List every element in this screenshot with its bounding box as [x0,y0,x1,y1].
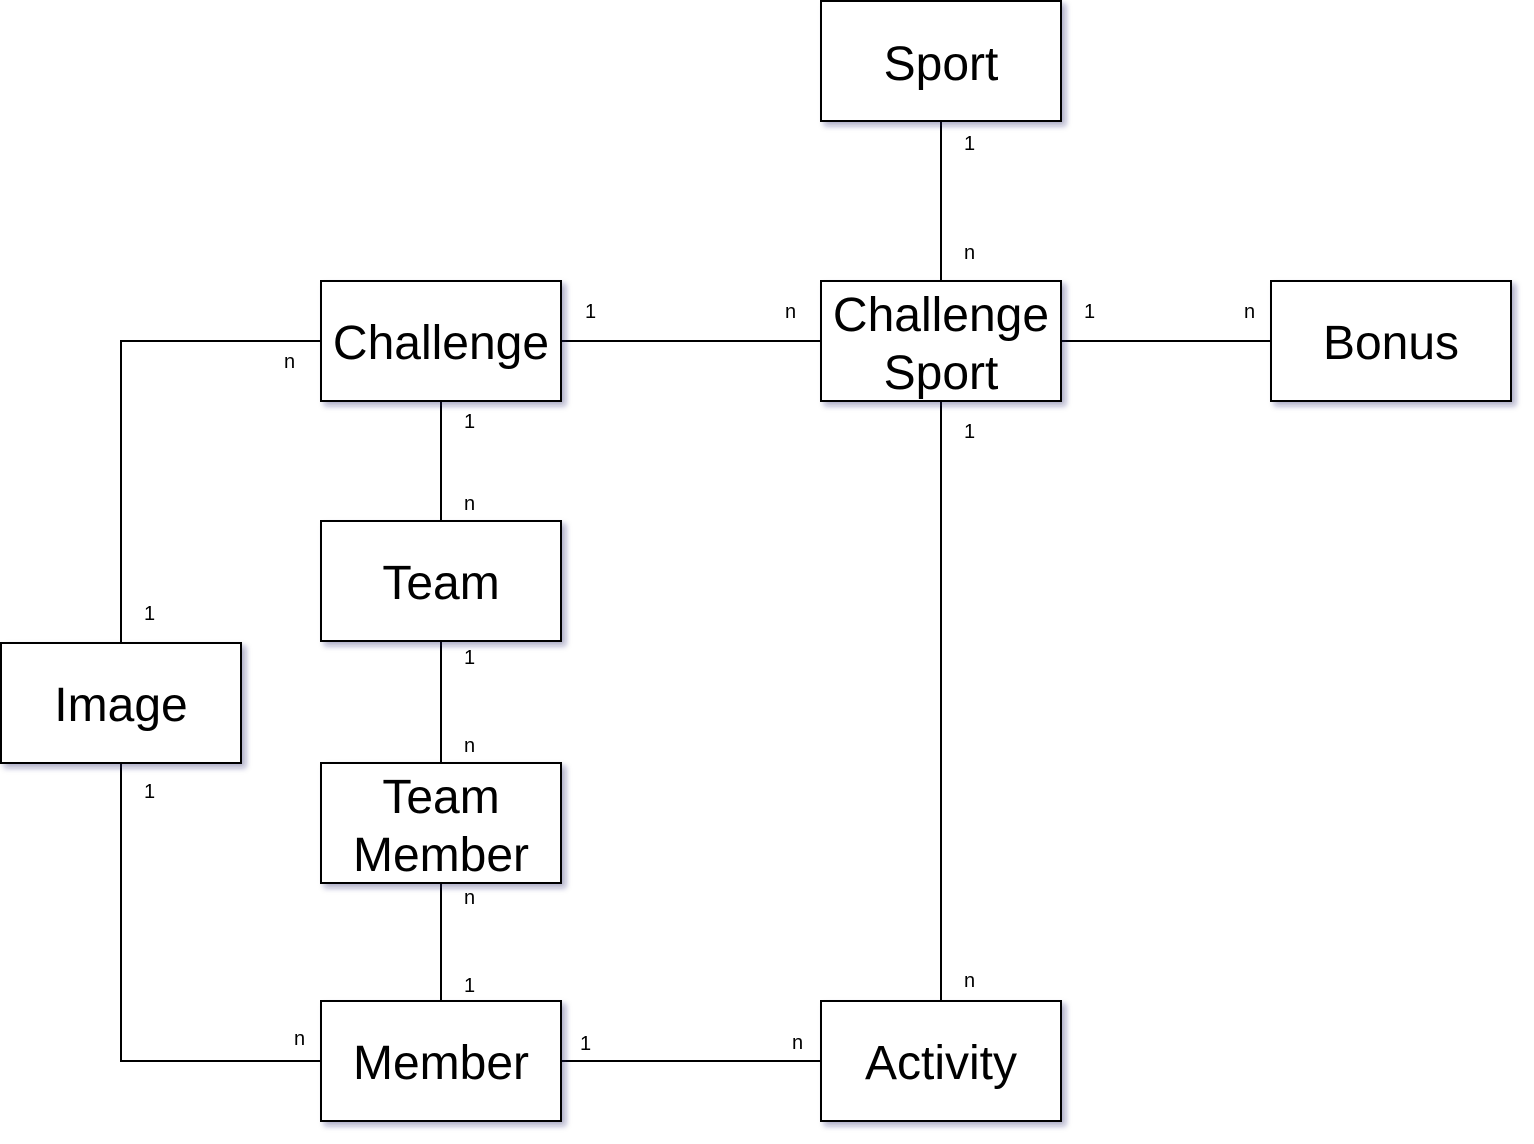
entity-challenge-sport-label-line1: Challenge [833,289,1049,342]
card-member-team-member-from: 1 [464,975,475,997]
entity-activity[interactable]: Activity [820,1000,1062,1122]
card-image-challenge-from: 1 [144,603,155,625]
card-challenge-team-from: 1 [464,411,475,433]
entity-image[interactable]: Image [0,642,242,764]
card-team-team-member-to: n [464,735,475,757]
entity-challenge-sport[interactable]: Challenge Sport [820,280,1062,402]
card-challenge-sport-activity-to: n [964,970,975,992]
entity-sport[interactable]: Sport [820,0,1062,122]
card-member-activity-to: n [792,1032,803,1054]
entity-activity-label: Activity [865,1037,1017,1090]
entity-team[interactable]: Team [320,520,562,642]
entity-bonus[interactable]: Bonus [1270,280,1512,402]
entity-member[interactable]: Member [320,1000,562,1122]
card-challenge-sport-activity-from: 1 [964,421,975,443]
entity-image-label: Image [54,679,187,732]
entity-challenge-label: Challenge [333,317,549,370]
card-sport-challenge-sport-to: n [964,242,975,264]
card-challenge-challenge-sport-to: n [785,301,796,323]
card-challenge-sport-bonus-from: 1 [1084,301,1095,323]
line-image-challenge [120,340,321,643]
card-member-team-member-to: n [464,887,475,909]
card-image-challenge-to: n [284,351,295,373]
entity-team-member[interactable]: Team Member [320,762,562,884]
entity-member-label: Member [353,1037,529,1090]
card-sport-challenge-sport-from: 1 [964,133,975,155]
entity-team-member-label-line2: Member [353,829,529,882]
line-image-member [120,763,321,1062]
entity-challenge-sport-label-line2: Sport [884,347,999,400]
card-challenge-sport-bonus-to: n [1244,301,1255,323]
entity-sport-label: Sport [884,38,999,91]
card-member-activity-from: 1 [580,1033,591,1055]
entity-bonus-label: Bonus [1323,317,1459,370]
card-image-member-to: n [294,1028,305,1050]
entity-team-label: Team [382,557,499,610]
card-challenge-team-to: n [464,493,475,515]
entity-challenge[interactable]: Challenge [320,280,562,402]
card-team-team-member-from: 1 [464,647,475,669]
card-challenge-challenge-sport-from: 1 [585,301,596,323]
entity-team-member-label-line1: Team [382,771,499,824]
card-image-member-from: 1 [144,781,155,803]
